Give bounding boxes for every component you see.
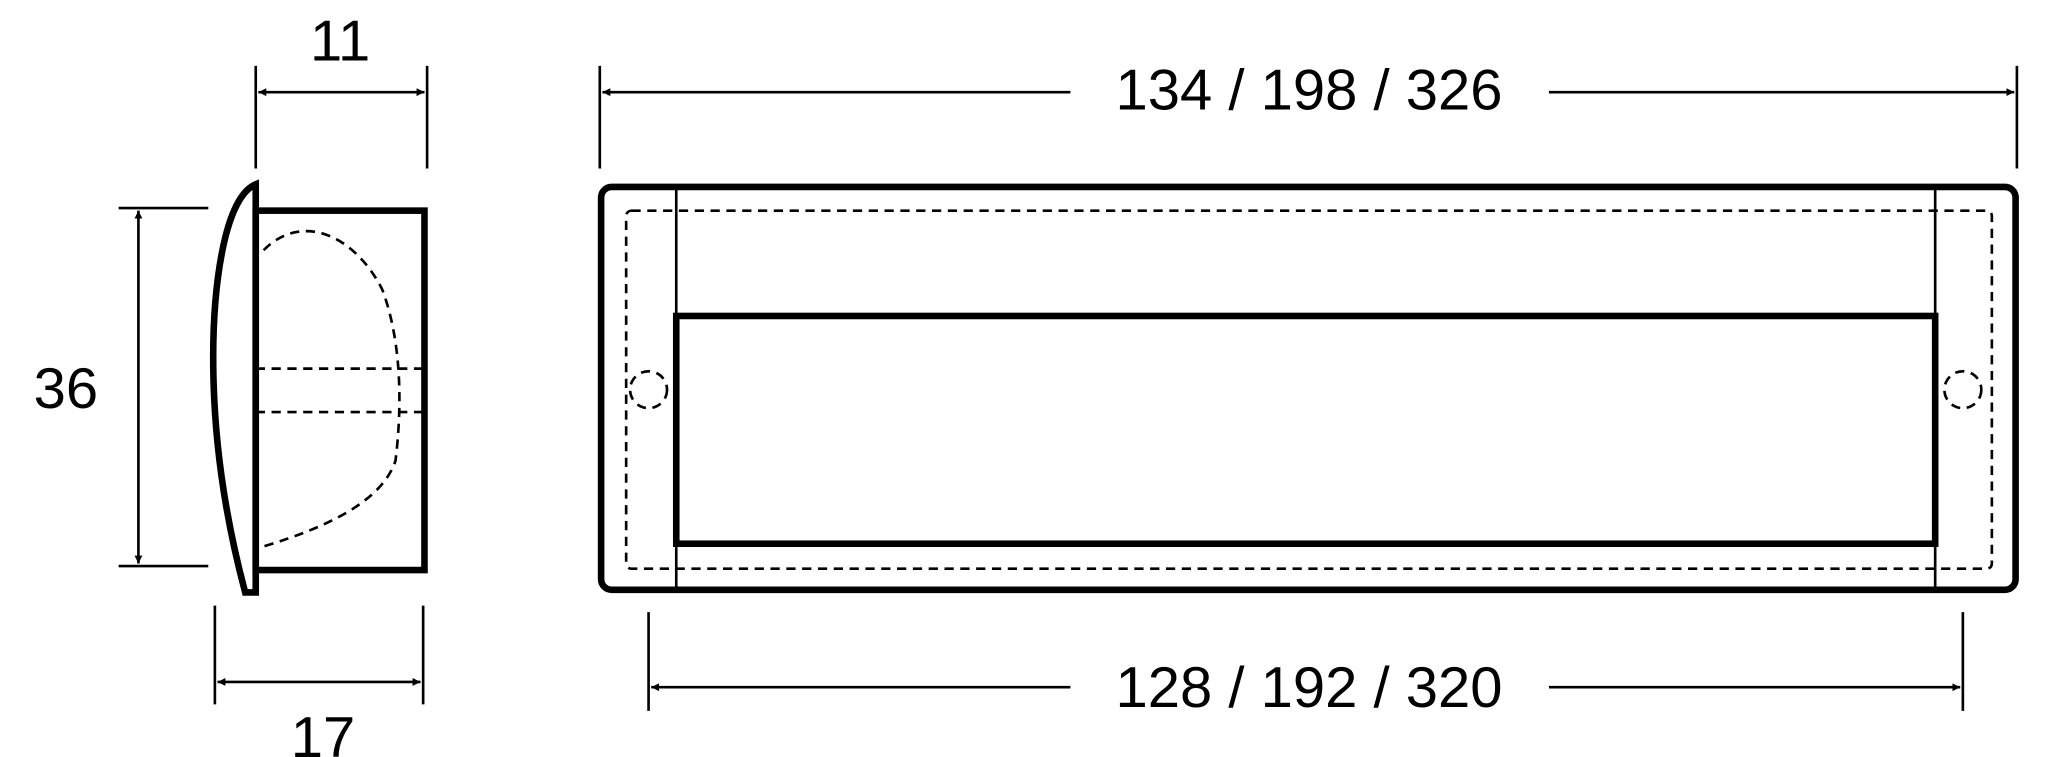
total-depth-label: 17	[291, 706, 356, 757]
side-flap-profile	[209, 179, 260, 596]
screw-hole-right	[1943, 369, 1983, 410]
side-view: 11 36 17	[34, 10, 429, 757]
side-hidden-contour	[262, 229, 401, 548]
height-label: 36	[34, 357, 99, 421]
front-view: 134 / 198 / 326 128 / 192 / 320	[597, 58, 2019, 720]
depth-label: 11	[310, 10, 370, 74]
overall-width-label: 134 / 198 / 326	[1116, 58, 1503, 122]
front-hidden-outline	[624, 209, 1994, 571]
hole-spacing-label: 128 / 192 / 320	[1116, 656, 1503, 720]
front-plate	[597, 183, 2019, 594]
flap-opening	[672, 312, 1939, 548]
screw-hole-left	[628, 369, 669, 410]
side-body	[252, 207, 428, 574]
